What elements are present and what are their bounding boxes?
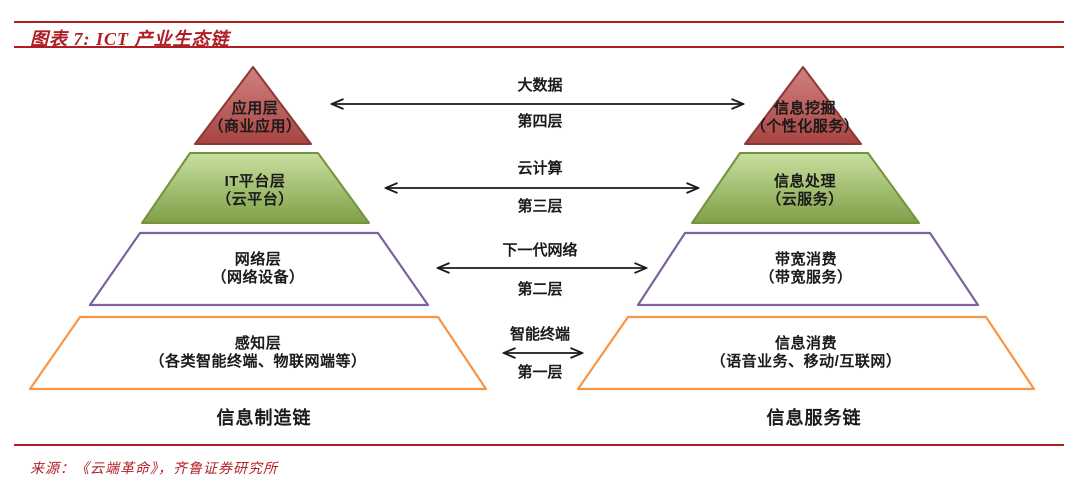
left-layer-4-shape (28, 315, 488, 391)
link1-bottom-label: 第一层 (517, 364, 563, 381)
right-layer-4-label: 信息消费 （语音业务、移动/互联网） (646, 335, 966, 371)
title-underline-rule (14, 46, 1064, 48)
left-layer-3-label: 网络层 （网络设备） (158, 251, 358, 287)
right-layer-2-shape (691, 152, 920, 224)
link4-top-label: 大数据 (517, 77, 563, 94)
right-layer-4-subtitle: （语音业务、移动/互联网） (710, 353, 902, 370)
right-layer-3-title: 带宽消费 (774, 251, 837, 268)
right-layer-2-title: 信息处理 (773, 173, 836, 190)
left-layer-3-title: 网络层 (234, 251, 282, 268)
right-chain-label: 信息服务链 (766, 408, 862, 428)
right-layer-4-shape (576, 315, 1036, 391)
top-rule (14, 21, 1064, 23)
link1-top-label: 智能终端 (509, 326, 570, 343)
link3-bottom-label: 第三层 (517, 198, 563, 215)
left-layer-2-label: IT平台层 （云平台） (175, 173, 335, 209)
source-note: 来源：《云端革命》，齐鲁证券研究所 (30, 462, 278, 477)
link3-top-label: 云计算 (517, 160, 563, 177)
left-layer-4-title: 感知层 (234, 335, 282, 352)
right-layer-3-shape (636, 231, 980, 307)
left-layer-3-shape (88, 231, 430, 307)
right-layer-1-shape (744, 66, 862, 145)
left-layer-4-subtitle: （各类智能终端、物联网端等） (149, 353, 367, 370)
link2-bottom-label: 第二层 (517, 281, 563, 298)
right-layer-3-subtitle: （带宽服务） (759, 269, 853, 286)
left-layer-4-label: 感知层 （各类智能终端、物联网端等） (98, 335, 418, 371)
left-layer-1-subtitle: （商业应用） (208, 118, 302, 135)
link4-bottom-label: 第四层 (517, 113, 563, 130)
left-layer-3-subtitle: （网络设备） (211, 269, 305, 286)
right-layer-1-subtitle: （个性化服务） (750, 118, 860, 135)
left-layer-2-title: IT平台层 (224, 173, 286, 190)
right-layer-2-subtitle: （云服务） (766, 191, 844, 208)
right-layer-1-label: 信息挖掘 （个性化服务） (725, 100, 885, 136)
right-layer-2-label: 信息处理 （云服务） (725, 173, 885, 209)
right-layer-1-title: 信息挖掘 (773, 100, 836, 117)
left-layer-2-subtitle: （云平台） (216, 191, 294, 208)
left-layer-1-label: 应用层 （商业应用） (175, 100, 335, 136)
left-layer-1-title: 应用层 (231, 100, 279, 117)
footer-rule (14, 444, 1064, 446)
right-layer-4-title: 信息消费 (774, 335, 837, 352)
right-layer-3-label: 带宽消费 （带宽服务） (706, 251, 906, 287)
figure-title: 图表 7: ICT 产业生态链 (30, 29, 230, 49)
left-chain-label: 信息制造链 (216, 408, 312, 428)
left-layer-2-shape (141, 152, 370, 224)
left-layer-1-shape (194, 66, 312, 145)
link2-top-label: 下一代网络 (502, 242, 578, 259)
